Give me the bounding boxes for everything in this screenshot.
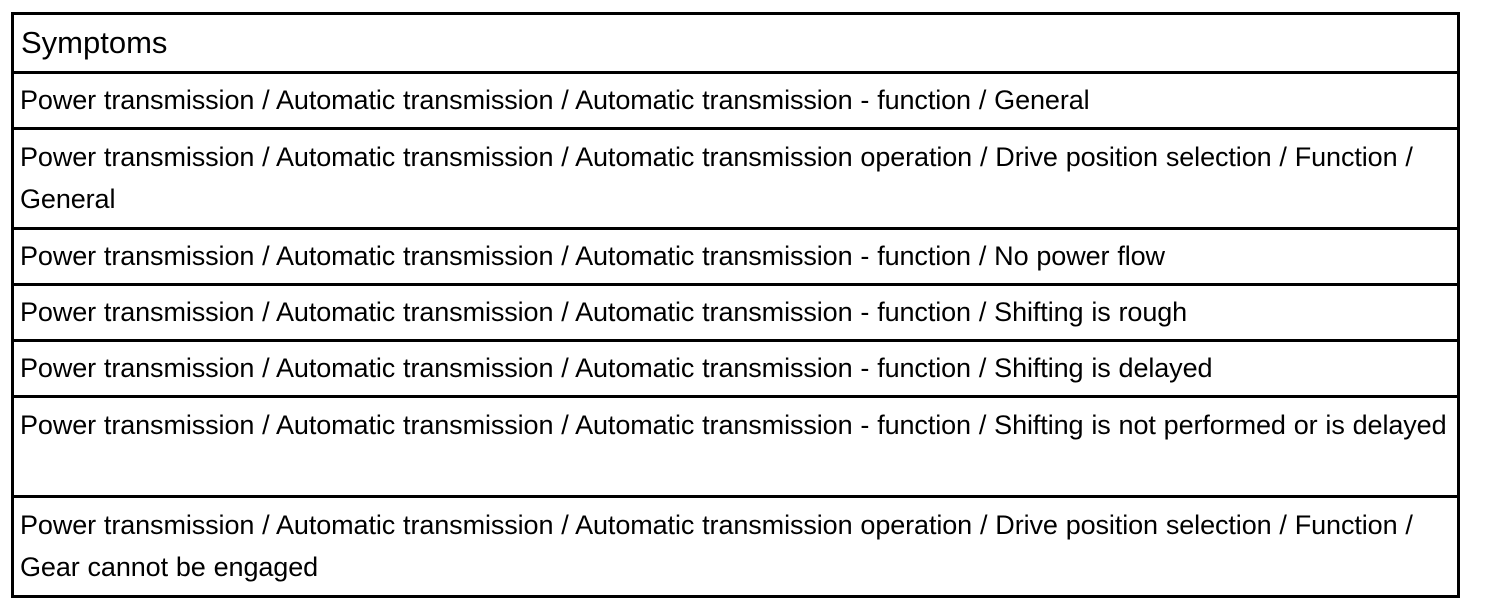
table-body: Power transmission / Automatic transmiss…	[11, 71, 1460, 598]
symptom-text: Power transmission / Automatic transmiss…	[20, 510, 1413, 582]
column-header-symptoms: Symptoms	[11, 12, 1460, 74]
table-row: Power transmission / Automatic transmiss…	[11, 283, 1460, 342]
symptom-cell: Power transmission / Automatic transmiss…	[11, 495, 1460, 598]
symptom-text: Power transmission / Automatic transmiss…	[20, 353, 1213, 383]
table-row: Power transmission / Automatic transmiss…	[11, 227, 1460, 286]
symptom-cell: Power transmission / Automatic transmiss…	[11, 395, 1460, 498]
table-header-row: Symptoms	[11, 12, 1460, 74]
symptom-cell: Power transmission / Automatic transmiss…	[11, 339, 1460, 398]
symptom-text: Power transmission / Automatic transmiss…	[20, 410, 1447, 440]
symptom-cell: Power transmission / Automatic transmiss…	[11, 127, 1460, 230]
symptom-text: Power transmission / Automatic transmiss…	[20, 297, 1188, 327]
symptom-cell: Power transmission / Automatic transmiss…	[11, 71, 1460, 130]
table-row: Power transmission / Automatic transmiss…	[11, 395, 1460, 498]
table-row: Power transmission / Automatic transmiss…	[11, 339, 1460, 398]
symptom-cell: Power transmission / Automatic transmiss…	[11, 227, 1460, 286]
table-header: Symptoms	[11, 12, 1460, 74]
symptom-text: Power transmission / Automatic transmiss…	[20, 85, 1090, 115]
table-row: Power transmission / Automatic transmiss…	[11, 495, 1460, 598]
table-row: Power transmission / Automatic transmiss…	[11, 71, 1460, 130]
symptom-text: Power transmission / Automatic transmiss…	[20, 241, 1165, 271]
symptoms-table: Symptoms Power transmission / Automatic …	[11, 12, 1460, 598]
symptom-text: Power transmission / Automatic transmiss…	[20, 142, 1413, 214]
table-row: Power transmission / Automatic transmiss…	[11, 127, 1460, 230]
symptom-cell: Power transmission / Automatic transmiss…	[11, 283, 1460, 342]
column-header-symptoms-label: Symptoms	[21, 25, 168, 60]
